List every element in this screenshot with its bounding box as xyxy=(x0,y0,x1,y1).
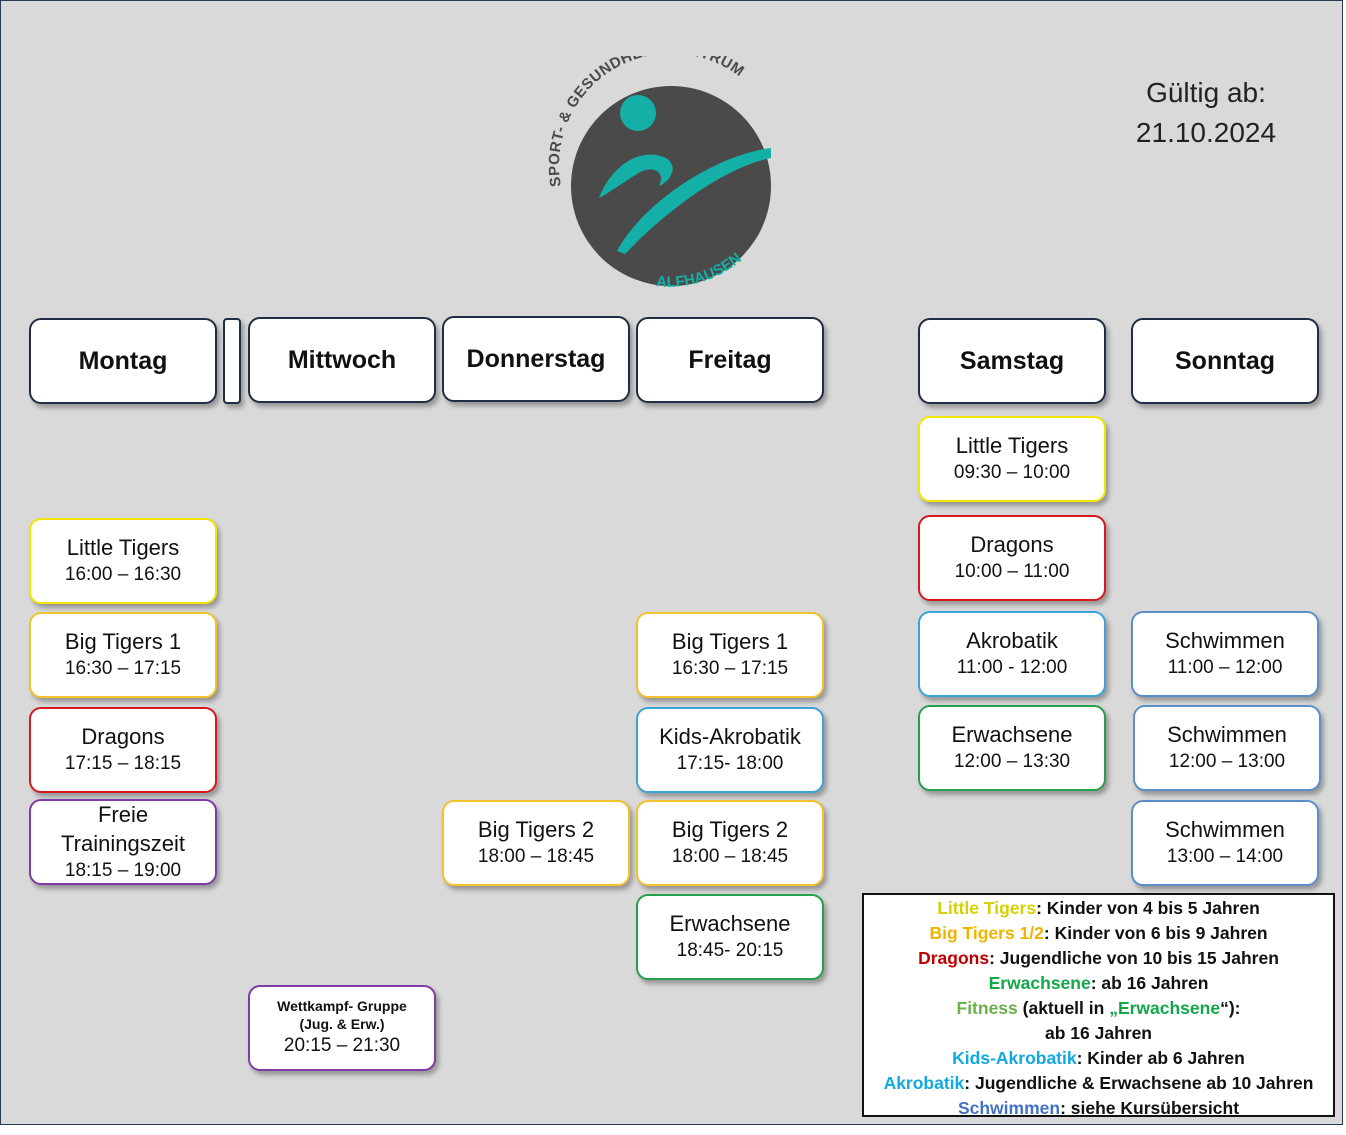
class-time: 18:00 – 18:45 xyxy=(477,846,595,867)
day-header-montag: Montag xyxy=(29,318,217,404)
legend-row: Kids-Akrobatik: Kinder ab 6 Jahren xyxy=(864,1046,1333,1071)
class-time: 20:15 – 21:30 xyxy=(283,1035,401,1056)
class-name: Little Tigers xyxy=(66,535,180,560)
valid-from-date: 21.10.2024 xyxy=(1135,117,1277,148)
legend-row: Little Tigers: Kinder von 4 bis 5 Jahren xyxy=(864,896,1333,921)
class-name: Schwimmen xyxy=(1165,628,1285,653)
valid-from-label: Gültig ab: xyxy=(1146,77,1266,108)
legend-term: Kids-Akrobatik xyxy=(952,1048,1077,1068)
legend-row: Schwimmen: siehe Kursübersicht xyxy=(864,1096,1333,1121)
class-name: Dragons xyxy=(81,724,165,749)
class-card[interactable]: Big Tigers 2 18:00 – 18:45 xyxy=(636,800,824,886)
logo-leg xyxy=(617,148,771,254)
class-time: 17:15- 18:00 xyxy=(676,753,784,774)
class-card[interactable]: Big Tigers 1 16:30 – 17:15 xyxy=(29,612,217,698)
class-card[interactable]: Schwimmen 12:00 – 13:00 xyxy=(1133,705,1321,791)
legend-desc: : siehe Kursübersicht xyxy=(1060,1098,1240,1118)
class-name: Wettkampf- Gruppe xyxy=(277,998,407,1014)
legend-row: Fitness (aktuell in „Erwachsene“): xyxy=(864,996,1333,1021)
logo-arm xyxy=(599,154,673,198)
class-card[interactable]: Schwimmen 13:00 – 14:00 xyxy=(1131,800,1319,886)
class-time: 18:45- 20:15 xyxy=(676,940,784,961)
legend-term: Akrobatik xyxy=(883,1073,965,1093)
legend-term: Dragons xyxy=(918,948,990,968)
class-card[interactable]: Wettkampf- Gruppe (Jug. & Erw.) 20:15 – … xyxy=(248,985,436,1071)
class-name-line2: Trainingszeit xyxy=(61,831,185,856)
class-card[interactable]: Erwachsene 12:00 – 13:30 xyxy=(918,705,1106,791)
class-name: Kids-Akrobatik xyxy=(659,724,801,749)
day-header-empty-divider xyxy=(223,318,241,404)
legend-term: Little Tigers xyxy=(937,898,1037,918)
valid-from: Gültig ab: 21.10.2024 xyxy=(1101,73,1311,153)
class-time: 12:00 – 13:30 xyxy=(953,751,1071,772)
class-card[interactable]: Big Tigers 1 16:30 – 17:15 xyxy=(636,612,824,698)
class-name: Schwimmen xyxy=(1165,817,1285,842)
class-name: Dragons xyxy=(970,532,1054,557)
class-time: 12:00 – 13:00 xyxy=(1168,751,1286,772)
legend: Little Tigers: Kinder von 4 bis 5 Jahren… xyxy=(862,893,1335,1118)
legend-row: Big Tigers 1/2: Kinder von 6 bis 9 Jahre… xyxy=(864,921,1333,946)
day-header-sonntag: Sonntag xyxy=(1131,318,1319,404)
class-card[interactable]: Little Tigers 16:00 – 16:30 xyxy=(29,518,217,604)
class-time: 11:00 – 12:00 xyxy=(1167,657,1283,678)
class-name: Little Tigers xyxy=(955,433,1069,458)
class-card[interactable]: Akrobatik 11:00 - 12:00 xyxy=(918,611,1106,697)
legend-desc: : Kinder von 6 bis 9 Jahren xyxy=(1043,923,1268,943)
legend-desc: : Jugendliche & Erwachsene ab 10 Jahren xyxy=(964,1073,1314,1093)
day-header-freitag: Freitag xyxy=(636,317,824,403)
class-name: Freie xyxy=(97,802,149,827)
class-name: Erwachsene xyxy=(951,722,1073,747)
class-time: 10:00 – 11:00 xyxy=(954,561,1070,582)
day-header-mittwoch: Mittwoch xyxy=(248,317,436,403)
class-name: Big Tigers 2 xyxy=(671,817,789,842)
class-card[interactable]: Erwachsene 18:45- 20:15 xyxy=(636,894,824,980)
logo: SPORT- & GESUNDHEITSZENTRUM ALFHAUSEN xyxy=(546,56,771,291)
legend-term: Fitness xyxy=(956,998,1018,1018)
class-name-line2: (Jug. & Erw.) xyxy=(299,1016,385,1032)
class-name: Big Tigers 2 xyxy=(477,817,595,842)
legend-row: Akrobatik: Jugendliche & Erwachsene ab 1… xyxy=(864,1071,1333,1096)
class-time: 09:30 – 10:00 xyxy=(953,462,1071,483)
legend-desc: : ab 16 Jahren xyxy=(1090,973,1209,993)
class-time: 17:15 – 18:15 xyxy=(64,753,182,774)
legend-desc: : Kinder ab 6 Jahren xyxy=(1076,1048,1245,1068)
legend-row: Erwachsene: ab 16 Jahren xyxy=(864,971,1333,996)
class-card[interactable]: Freie Trainingszeit 18:15 – 19:00 xyxy=(29,799,217,885)
class-card[interactable]: Little Tigers 09:30 – 10:00 xyxy=(918,416,1106,502)
day-header-donnerstag: Donnerstag xyxy=(442,316,630,402)
legend-desc: : Kinder von 4 bis 5 Jahren xyxy=(1036,898,1260,918)
legend-quote-open: „ xyxy=(1109,998,1118,1018)
logo-circle xyxy=(571,86,771,286)
legend-term: Erwachsene xyxy=(988,973,1091,993)
class-card[interactable]: Dragons 10:00 – 11:00 xyxy=(918,515,1106,601)
class-card[interactable]: Kids-Akrobatik 17:15- 18:00 xyxy=(636,707,824,793)
class-time: 18:00 – 18:45 xyxy=(671,846,789,867)
legend-row: ab 16 Jahren xyxy=(1045,1023,1152,1043)
class-name: Schwimmen xyxy=(1167,722,1287,747)
class-name: Erwachsene xyxy=(669,911,791,936)
legend-term: Big Tigers 1/2 xyxy=(929,923,1044,943)
class-time: 18:15 – 19:00 xyxy=(64,860,182,881)
class-card[interactable]: Schwimmen 11:00 – 12:00 xyxy=(1131,611,1319,697)
class-name: Akrobatik xyxy=(966,628,1058,653)
class-time: 13:00 – 14:00 xyxy=(1166,846,1284,867)
class-time: 16:30 – 17:15 xyxy=(64,658,182,679)
legend-quote-close: “): xyxy=(1220,998,1241,1018)
class-time: 11:00 - 12:00 xyxy=(956,657,1068,678)
class-name: Big Tigers 1 xyxy=(671,629,789,654)
class-card[interactable]: Big Tigers 2 18:00 – 18:45 xyxy=(442,800,630,886)
class-card[interactable]: Dragons 17:15 – 18:15 xyxy=(29,707,217,793)
class-name: Big Tigers 1 xyxy=(64,629,182,654)
legend-desc: : Jugendliche von 10 bis 15 Jahren xyxy=(989,948,1279,968)
day-header-samstag: Samstag xyxy=(918,318,1106,404)
legend-row: Dragons: Jugendliche von 10 bis 15 Jahre… xyxy=(864,946,1333,971)
legend-term: Erwachsene xyxy=(1117,998,1221,1018)
legend-term: Schwimmen xyxy=(957,1098,1061,1118)
class-time: 16:00 – 16:30 xyxy=(64,564,182,585)
logo-head xyxy=(620,95,656,131)
class-time: 16:30 – 17:15 xyxy=(671,658,789,679)
legend-desc: (aktuell in xyxy=(1017,998,1110,1018)
